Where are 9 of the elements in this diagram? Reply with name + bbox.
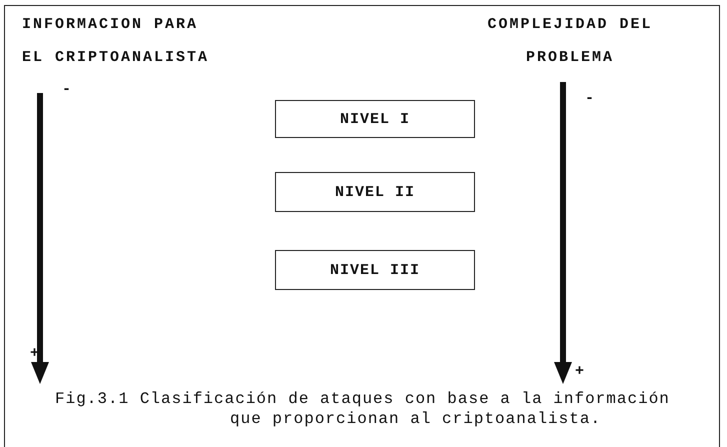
axis-heading: COMPLEJIDAD DEL PROBLEMA (486, 15, 654, 68)
scale-sign: + (575, 362, 588, 382)
scale-sign: - (62, 80, 74, 100)
level-box: NIVEL II (275, 172, 475, 212)
scale-sign: - (585, 89, 598, 109)
level-box: NIVEL I (275, 100, 475, 138)
axis-heading: INFORMACION PARA EL CRIPTOANALISTA (22, 15, 210, 68)
figure-caption: Fig.3.1 Clasificación de ataques con base a la información que proporcionan al criptoanalista. (55, 389, 671, 429)
level-box: NIVEL III (275, 250, 475, 290)
